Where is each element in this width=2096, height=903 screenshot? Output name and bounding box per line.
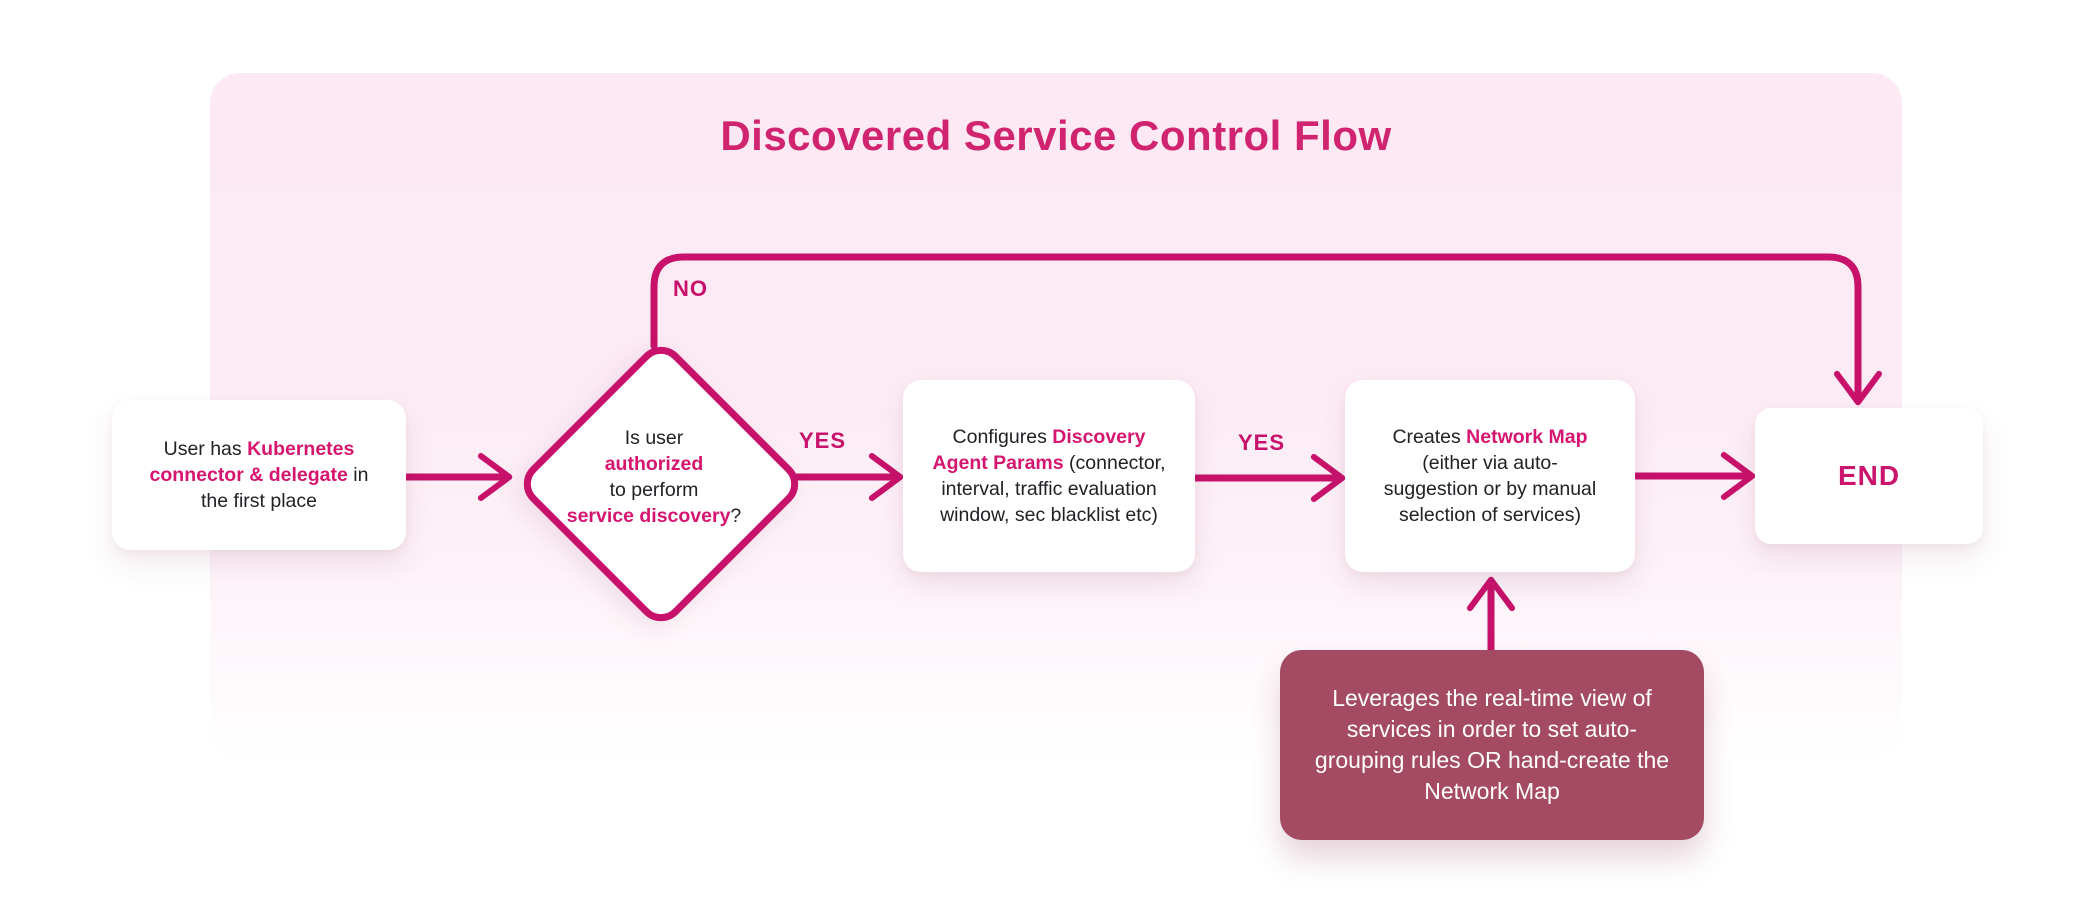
node-start-text: User has Kubernetes connector & delegate…	[149, 438, 369, 512]
node-create-text: Creates Network Map (either via auto-sug…	[1383, 426, 1597, 526]
node-start-kubernetes-connector: User has Kubernetes connector & delegate…	[112, 400, 406, 550]
decision-accent-service-discovery: service discovery	[566, 505, 731, 527]
note-leverages-realtime-view: Leverages the real-time view of services…	[1280, 650, 1704, 840]
page-title: Discovered Service Control Flow	[720, 112, 1392, 159]
configure-accent-text: Discovery Agent Params	[932, 426, 1146, 474]
node-end: END	[1755, 408, 1983, 544]
node-configure-text: Configures Discovery Agent Params (conne…	[932, 426, 1166, 526]
node-configure-discovery-agent: Configures Discovery Agent Params (conne…	[903, 380, 1195, 572]
node-create-network-map: Creates Network Map (either via auto-sug…	[1345, 380, 1635, 572]
yes-edge-label-1: YES	[799, 428, 847, 453]
no-edge-label: NO	[673, 276, 708, 301]
end-label: END	[1837, 460, 1901, 491]
note-text: Leverages the real-time view of services…	[1314, 685, 1670, 804]
create-accent-text: Network Map	[1466, 426, 1588, 448]
start-accent-text: Kubernetes connector & delegate	[149, 438, 355, 486]
decision-diamond-text: Is user authorized to perform service di…	[566, 427, 742, 527]
decision-accent-authorized: authorized	[604, 453, 704, 475]
yes-edge-label-2: YES	[1238, 430, 1286, 455]
